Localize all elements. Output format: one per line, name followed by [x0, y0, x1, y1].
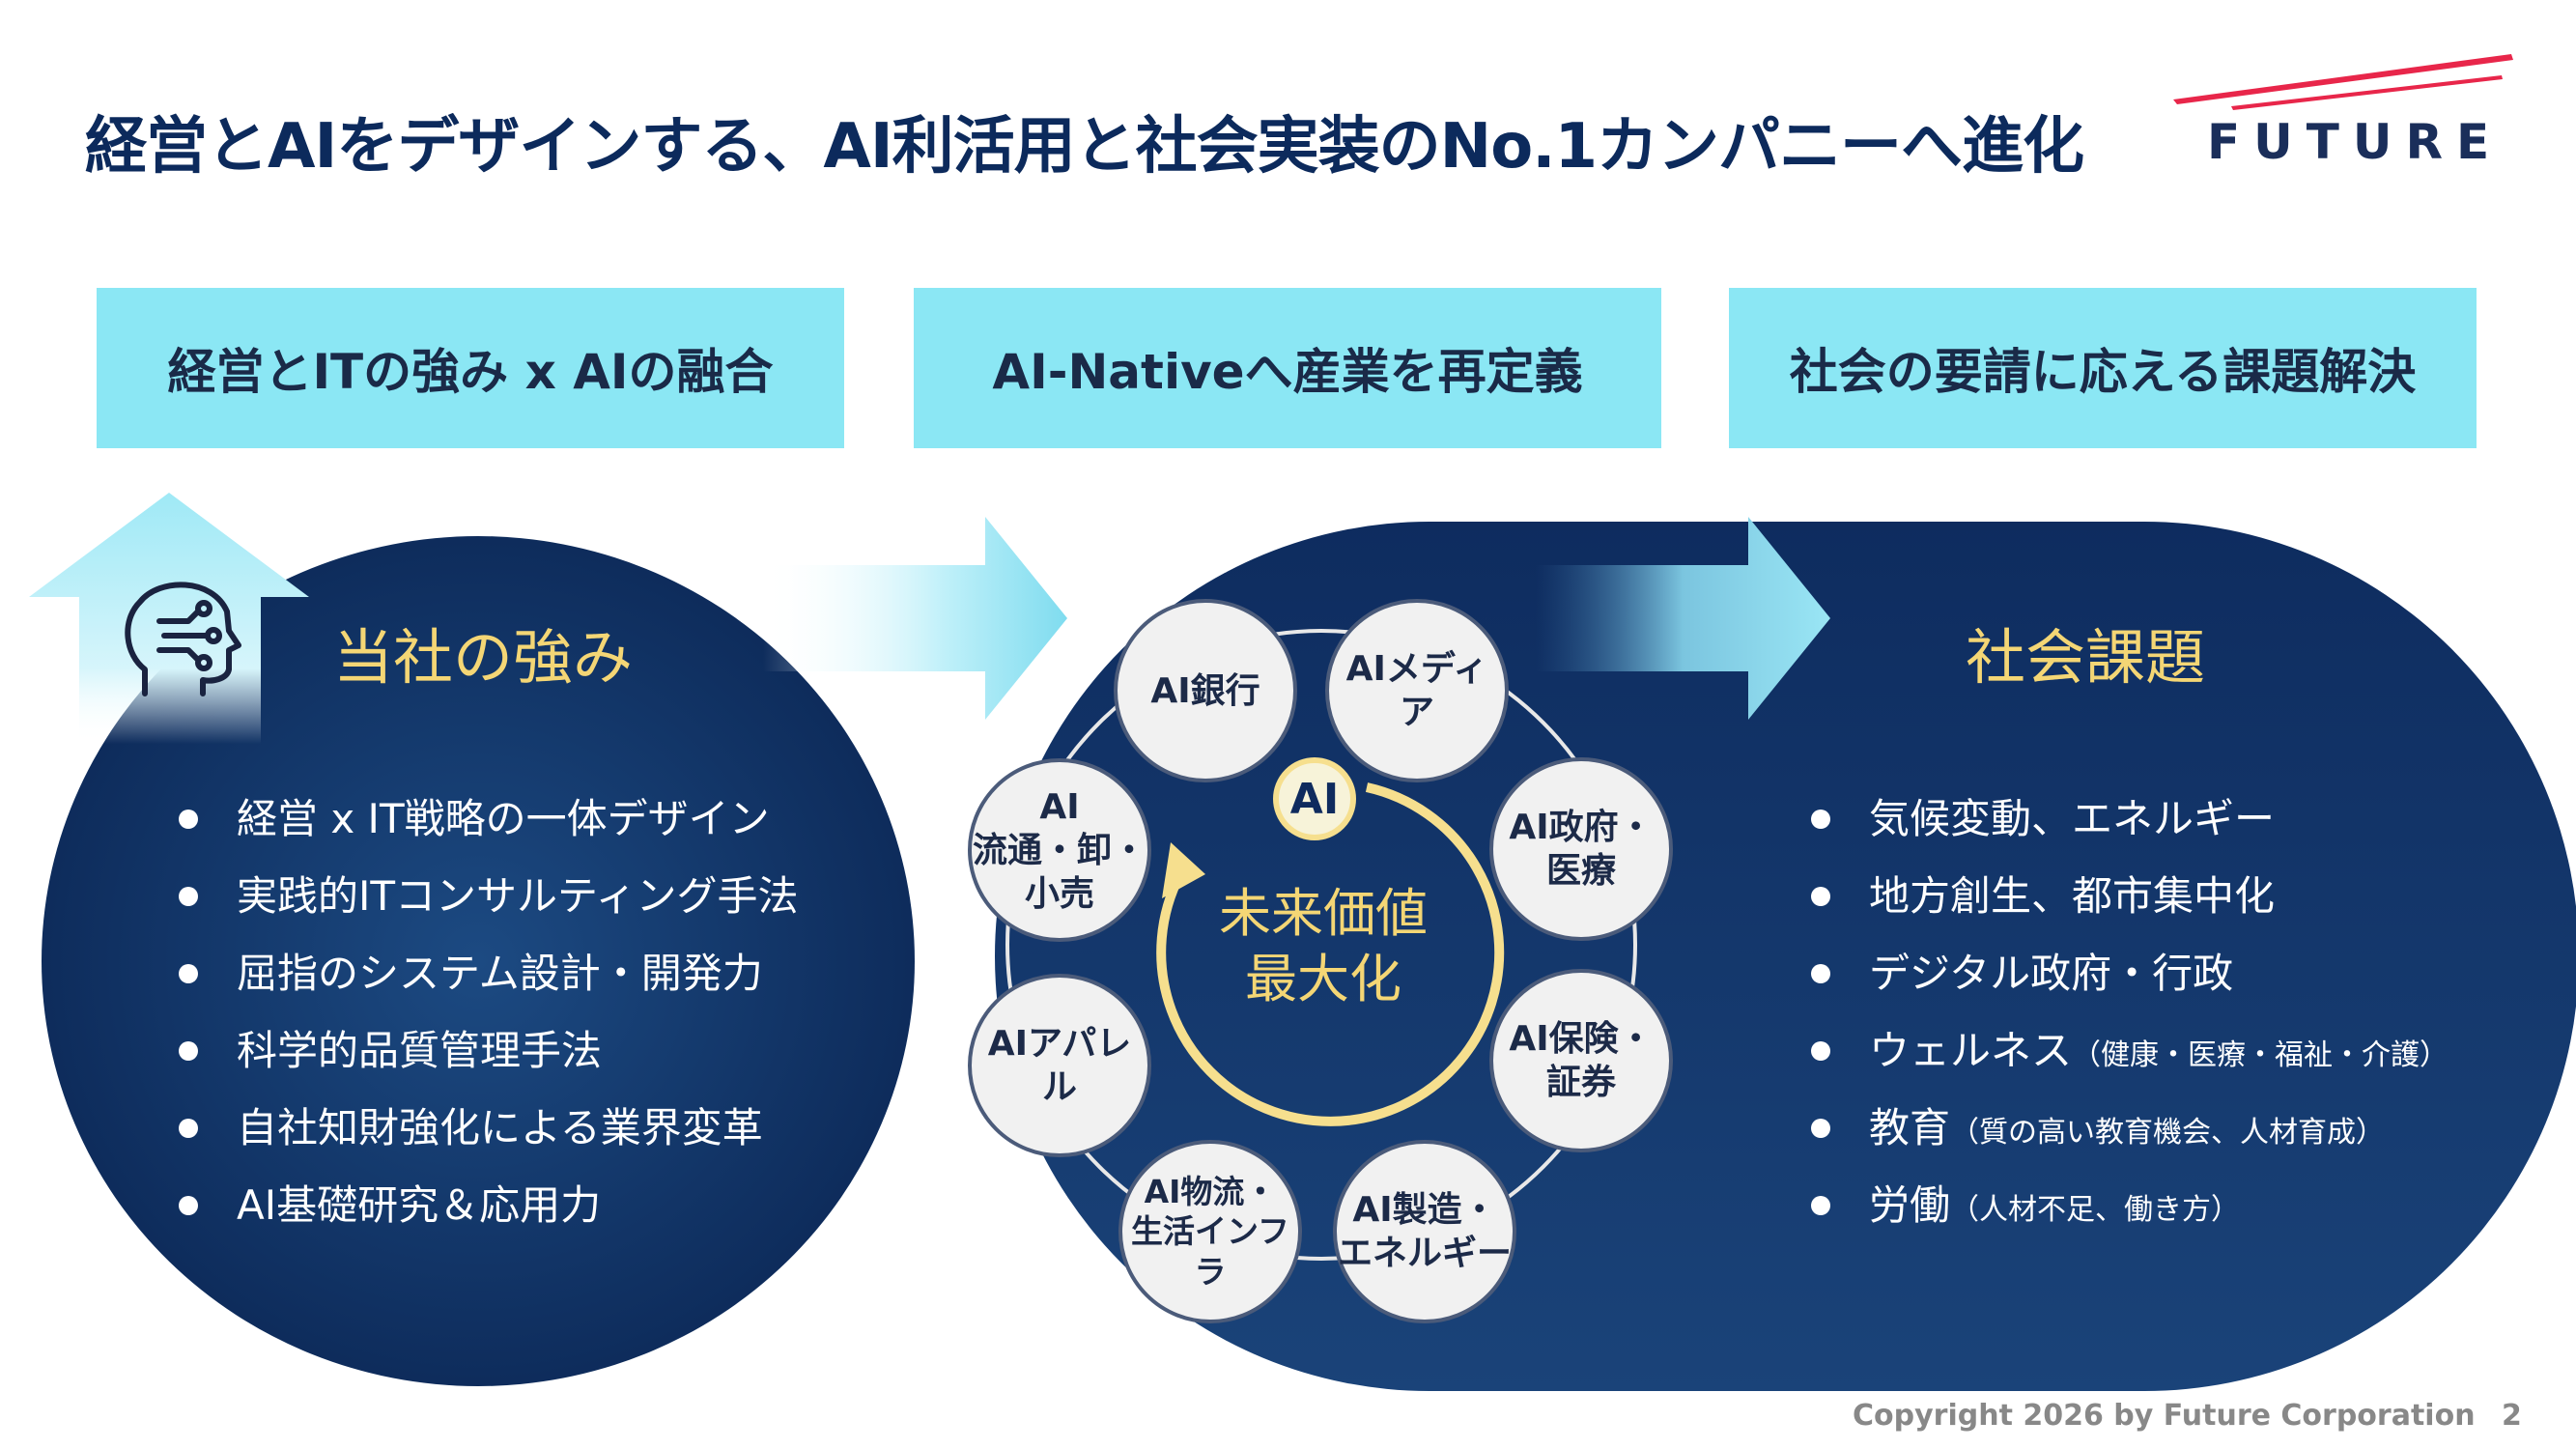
node-ai-retail: AI 流通・卸・ 小売 — [968, 758, 1151, 942]
node-ai-bank: AI銀行 — [1114, 599, 1297, 782]
list-item: 実践的ITコンサルティング手法 — [179, 858, 799, 935]
issue-main: 気候変動、エネルギー — [1869, 795, 2276, 842]
list-item: 気候変動、エネルギー — [1811, 781, 2449, 858]
copyright: Copyright 2026 by Future Corporation — [1853, 1399, 2476, 1433]
list-item: 地方創生、都市集中化 — [1811, 858, 2449, 935]
gold-arrowhead — [1162, 842, 1205, 898]
strengths-circle — [42, 536, 915, 1386]
issue-main: 労働 — [1869, 1181, 1951, 1229]
pillar-ai-fusion: 経営とITの強み x AIの融合 — [97, 288, 844, 448]
future-logo: FUTURE — [2173, 46, 2521, 172]
node-ai-manufacturing: AI製造・ エネルギー — [1333, 1140, 1516, 1323]
logo-text: FUTURE — [2207, 114, 2504, 170]
list-item: 屈指のシステム設計・開発力 — [179, 935, 799, 1012]
social-issues-title: 社会課題 — [1966, 622, 2206, 693]
issue-main: 教育 — [1869, 1104, 1951, 1151]
list-item: 経営 x IT戦略の一体デザイン — [179, 781, 799, 858]
list-item: デジタル政府・行政 — [1811, 935, 2449, 1012]
right-arrow-2 — [1536, 517, 1830, 720]
list-item: ウェルネス（健康・医療・福祉・介護） — [1811, 1012, 2449, 1090]
list-item: 労働（人材不足、働き方） — [1811, 1167, 2449, 1244]
issue-main: 地方創生、都市集中化 — [1869, 872, 2276, 920]
issue-sub: （質の高い教育機会、人材育成） — [1950, 1116, 2386, 1150]
node-ai-government: AI政府・ 医療 — [1489, 757, 1673, 941]
pillar-social-solution: 社会の要請に応える課題解決 — [1729, 288, 2477, 448]
list-item: 教育（質の高い教育機会、人材育成） — [1811, 1090, 2449, 1167]
slide-title: 経営とAIをデザインする、AI利活用と社会実装のNo.1カンパニーへ進化 — [85, 111, 2084, 183]
ai-badge: AI — [1273, 757, 1356, 840]
ai-head-icon — [125, 582, 241, 696]
page-number: 2 — [2502, 1399, 2522, 1433]
social-issues-list: 気候変動、エネルギー 地方創生、都市集中化 デジタル政府・行政 ウェルネス（健康… — [1811, 781, 2449, 1244]
node-ai-media: AIメディア — [1325, 599, 1509, 782]
node-ai-apparel: AIアパレル — [968, 974, 1151, 1157]
gold-cycle-arrow — [1156, 782, 1505, 1126]
center-line-2: 最大化 — [1245, 948, 1401, 1009]
issue-sub: （健康・医療・福祉・介護） — [2072, 1038, 2449, 1072]
issue-main: デジタル政府・行政 — [1869, 950, 2234, 997]
cycle-ring-line — [1005, 629, 1637, 1261]
strengths-title: 当社の強み — [333, 622, 634, 693]
center-line-1: 未来価値 — [1219, 883, 1428, 944]
right-arrow-1 — [763, 517, 1067, 720]
pillar-ai-native: AI-Nativeへ産業を再定義 — [914, 288, 1661, 448]
list-item: 自社知財強化による業界変革 — [179, 1090, 799, 1167]
center-value-text: 未来価値 最大化 — [1178, 881, 1468, 1011]
list-item: AI基礎研究＆応用力 — [179, 1167, 799, 1244]
issue-main: ウェルネス — [1869, 1027, 2073, 1074]
list-item: 科学的品質管理手法 — [179, 1012, 799, 1090]
strengths-list: 経営 x IT戦略の一体デザイン 実践的ITコンサルティング手法 屈指のシステム… — [179, 781, 799, 1244]
node-ai-insurance: AI保険・ 証券 — [1489, 969, 1673, 1152]
node-ai-logistics: AI物流・ 生活インフラ — [1118, 1140, 1302, 1323]
issue-sub: （人材不足、働き方） — [1950, 1193, 2241, 1227]
